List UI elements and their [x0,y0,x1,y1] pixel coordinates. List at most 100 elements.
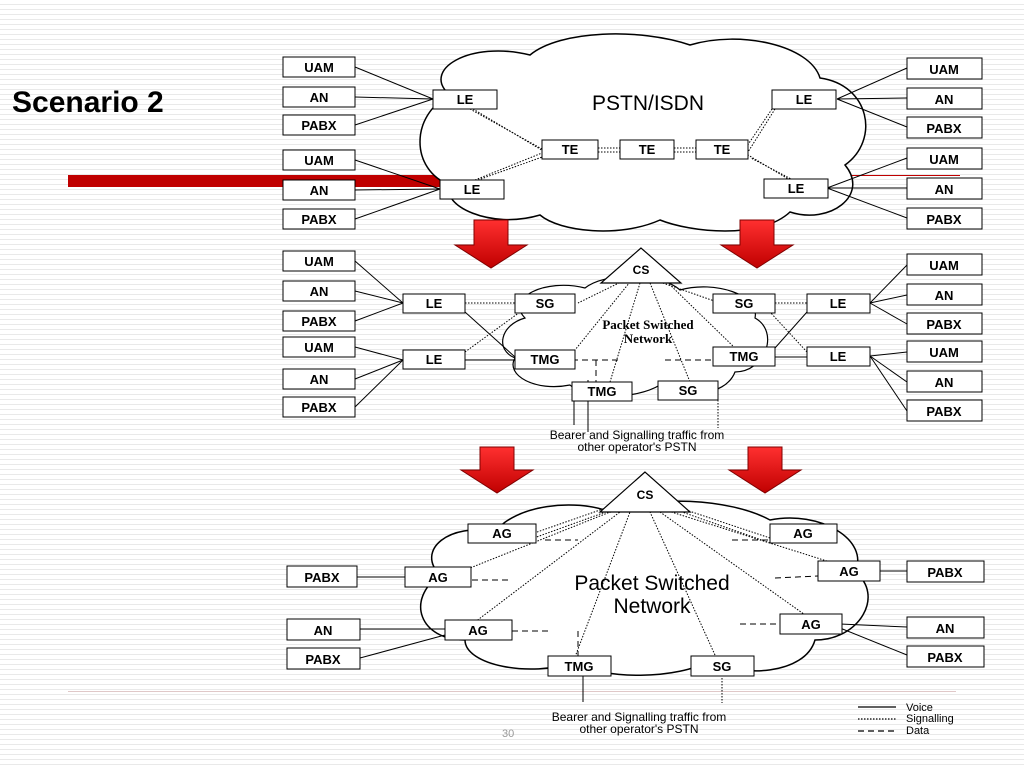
node-an-label: AN [310,284,329,299]
node-le [439,179,505,200]
node-an-label: AN [935,182,954,197]
node-an-label: AN [935,375,954,390]
node-ag-label: AG [801,617,821,632]
node-tmg [514,349,576,370]
node-an [906,283,983,306]
node-le-label: LE [830,296,847,311]
network-label-large: Network [613,595,691,618]
bearer-caption: Bearer and Signalling traffic from [550,428,725,442]
node-cs-label: CS [637,488,654,502]
node-pabx [282,310,356,332]
transition-arrow [459,446,535,494]
slide-title: Scenario 2 [12,86,164,119]
packet-label-large: Packet Switched [574,572,729,595]
node-le-label: LE [464,182,481,197]
node-uam [906,340,983,363]
page-number: 30 [502,728,515,740]
node-tmg-label: TMG [565,659,594,674]
packet-data-lines [472,539,819,656]
node-uam-label: UAM [929,62,959,77]
node-uam-label: UAM [304,60,334,75]
node-an [906,370,983,393]
network-label-small: Network [624,331,673,346]
node-pabx-label: PABX [927,650,962,665]
node-te [695,139,749,160]
node-uam-label: UAM [929,258,959,273]
node-le [402,349,466,370]
node-sg-label: SG [735,296,754,311]
packet-voice-lines [357,570,908,702]
node-sg-label: SG [679,383,698,398]
node-uam-label: UAM [304,153,334,168]
node-tmg-label: TMG [588,384,617,399]
node-sg [690,655,755,677]
node-pabx [282,396,356,418]
hybrid-signalling-lines [464,279,808,428]
node-pabx-label: PABX [301,212,336,227]
node-le-label: LE [796,92,813,107]
node-ag [769,523,838,544]
node-sg-label: SG [536,296,555,311]
legend-signalling-label: Signalling [906,713,954,725]
node-an [906,616,985,639]
node-le [763,178,829,199]
node-pabx [906,116,983,139]
node-an-label: AN [310,183,329,198]
node-ag-label: AG [793,526,813,541]
node-pabx [286,647,361,670]
pstn-signalling-lines [469,108,794,181]
node-ag [444,619,513,641]
node-le [806,293,871,314]
pstn-section: PSTN/ISDN UAM AN PABX UAM AN PABX [282,33,983,232]
transition-arrow [453,219,529,269]
packet-label-small: Packet Switched [602,317,694,332]
node-le-label: LE [426,296,443,311]
node-pabx [282,208,356,230]
node-le [771,89,837,110]
legend-voice-label: Voice [906,702,933,714]
node-pabx [906,560,985,583]
node-an-label: AN [310,90,329,105]
node-ag-label: AG [468,623,488,638]
node-tmg [547,655,612,677]
node-uam-label: UAM [304,340,334,355]
node-pabx-label: PABX [301,118,336,133]
legend-data-label: Data [906,725,930,737]
node-uam [282,250,356,272]
node-le-label: LE [426,352,443,367]
node-le [806,346,871,367]
bearer-caption-line2: other operator's PSTN [579,722,698,736]
node-pabx-label: PABX [926,404,961,419]
node-pabx-label: PABX [305,652,340,667]
node-pabx-label: PABX [926,317,961,332]
node-uam-label: UAM [929,345,959,360]
node-ag [467,523,537,544]
node-tmg-label: TMG [730,349,759,364]
node-tmg-label: TMG [531,352,560,367]
node-an-label: AN [935,288,954,303]
node-le-label: LE [788,181,805,196]
node-ag-label: AG [839,564,859,579]
node-sg [657,380,719,401]
node-uam [282,149,356,171]
node-uam [282,336,356,358]
pstn-voice-lines [354,66,908,220]
node-an [906,177,983,200]
node-an-label: AN [936,621,955,636]
node-ag-label: AG [492,526,512,541]
node-uam [282,56,356,78]
node-pabx-label: PABX [301,400,336,415]
packet-cloud-large [420,500,869,676]
node-uam-label: UAM [929,152,959,167]
node-ag-label: AG [428,570,448,585]
node-sg [514,293,576,314]
node-pabx-label: PABX [926,121,961,136]
node-sg [712,293,776,314]
node-an [906,87,983,110]
node-pabx [286,565,358,588]
node-le [432,89,498,110]
packet-section: Packet Switched Network [286,471,985,736]
node-te-label: TE [714,142,731,157]
node-an-label: AN [314,623,333,638]
